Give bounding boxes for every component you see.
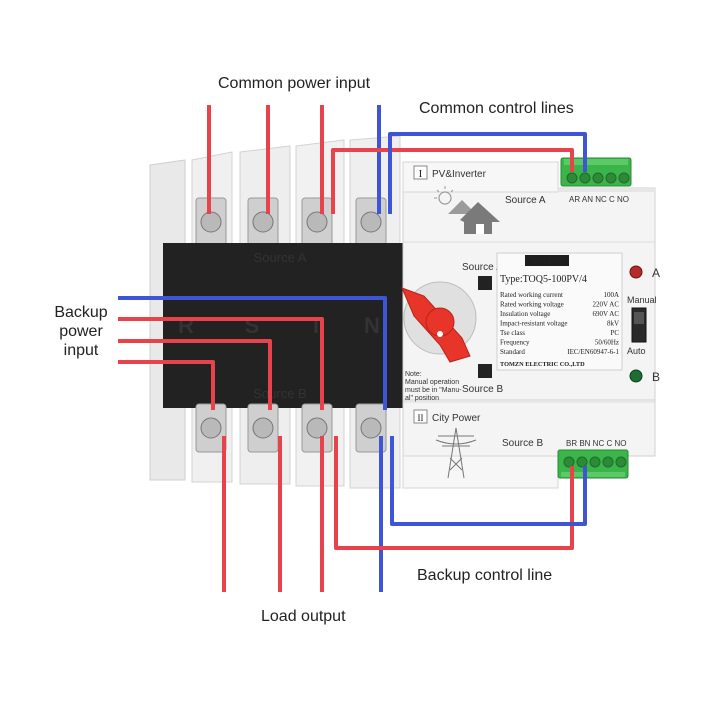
section-b-numeral: II <box>418 413 424 423</box>
section-b-name: City Power <box>432 413 481 424</box>
spec-label: Frequency <box>500 339 530 347</box>
spec-value: 100A <box>603 291 619 299</box>
note-line-2: Manual operation <box>405 379 459 386</box>
spec-value: 220V AC <box>592 301 619 309</box>
rotary-handle[interactable] <box>401 281 477 363</box>
wire-backup-s <box>118 339 272 410</box>
source-a-window <box>478 276 492 290</box>
spec-table: Rated working current 100A Rated working v… <box>500 291 619 356</box>
callout-backup-control-line: Backup control line <box>417 567 553 584</box>
section-a-badge <box>413 165 428 180</box>
indicator-a-label: A <box>652 266 660 280</box>
wire-backup-r <box>118 360 215 410</box>
note-line-1: Note: <box>405 371 422 378</box>
spec-label: Rated working current <box>500 291 563 299</box>
wire-control-b-live <box>334 436 574 550</box>
section-a-terminal-labels: AR AN NC C NO <box>569 195 629 204</box>
pole-label-n: N <box>364 313 380 338</box>
nameplate: TOMZN Type:TOQ5-100PV/4 Rated working cu… <box>496 252 623 371</box>
section-a-numeral: I <box>419 168 423 180</box>
control-terminal-block-a <box>560 157 632 187</box>
indicator-a-lamp <box>629 265 643 279</box>
section-a-source: Source A <box>505 195 546 206</box>
solar-house-icon <box>434 186 500 234</box>
spec-label: Tse class <box>500 329 525 337</box>
callout-backup-line-1: Backup <box>54 304 108 321</box>
spec-value: 8kV <box>607 320 619 328</box>
upper-terminals <box>195 197 387 247</box>
front-source-a-label: Source A <box>462 262 503 273</box>
note-line-4: al" position <box>405 395 439 402</box>
nameplate-brand: TOMZN <box>532 257 562 266</box>
block-source-a-label: Source A <box>254 250 307 265</box>
section-b-source: Source B <box>502 438 543 449</box>
pole-label-s: S <box>245 313 260 338</box>
wire-control-a-live <box>331 148 574 214</box>
indicator-b-label: B <box>652 370 660 384</box>
mode-auto-label: Auto <box>627 346 646 356</box>
note-line-3: must be in "Manu- <box>405 387 462 394</box>
spec-value: PC <box>610 329 619 337</box>
mode-manual-label: Manual <box>627 295 657 305</box>
block-source-b-label: Source B <box>253 386 306 401</box>
nameplate-type: Type:TOQ5-100PV/4 <box>500 274 587 285</box>
section-b-terminal-labels: BR BN NC C NO <box>566 439 626 448</box>
wires <box>118 105 587 592</box>
spec-value: 50/60Hz <box>595 339 619 347</box>
switch-block <box>163 243 403 408</box>
spec-value: 690V AC <box>592 310 619 318</box>
spec-label: Rated working voltage <box>500 301 564 309</box>
spec-label: Impact-resistant voltage <box>500 320 567 328</box>
spec-value: IEC/EN60947-6-1 <box>567 348 619 356</box>
lower-terminals <box>195 403 387 453</box>
wire-control-b-neutral <box>390 436 587 526</box>
indicator-b-lamp <box>629 369 643 383</box>
callout-common-power-input: Common power input <box>218 75 371 92</box>
wire-backup-t <box>118 317 324 410</box>
callout-load-output: Load output <box>261 608 346 625</box>
callout-backup-line-3: input <box>63 342 99 359</box>
pole-label-r: R <box>178 313 194 338</box>
spec-label: Standard <box>500 348 525 356</box>
callout-common-control-lines: Common control lines <box>419 100 574 117</box>
spec-label: Insulation voltage <box>500 310 550 318</box>
nameplate-company: TOMZN ELECTRIC CO.,LTD <box>500 361 585 368</box>
callout-backup-power-input: Backup power input <box>46 303 116 360</box>
wire-backup-n <box>118 296 387 410</box>
front-source-b-label: Source B <box>462 384 503 395</box>
section-a-name: PV&Inverter <box>432 169 487 180</box>
wire-control-a-neutral <box>388 132 587 214</box>
source-b-window <box>478 364 492 378</box>
section-b-badge <box>413 409 428 424</box>
power-pylon-icon <box>435 427 477 479</box>
callout-backup-line-2: power <box>59 323 103 340</box>
control-terminal-block-b <box>557 449 629 479</box>
